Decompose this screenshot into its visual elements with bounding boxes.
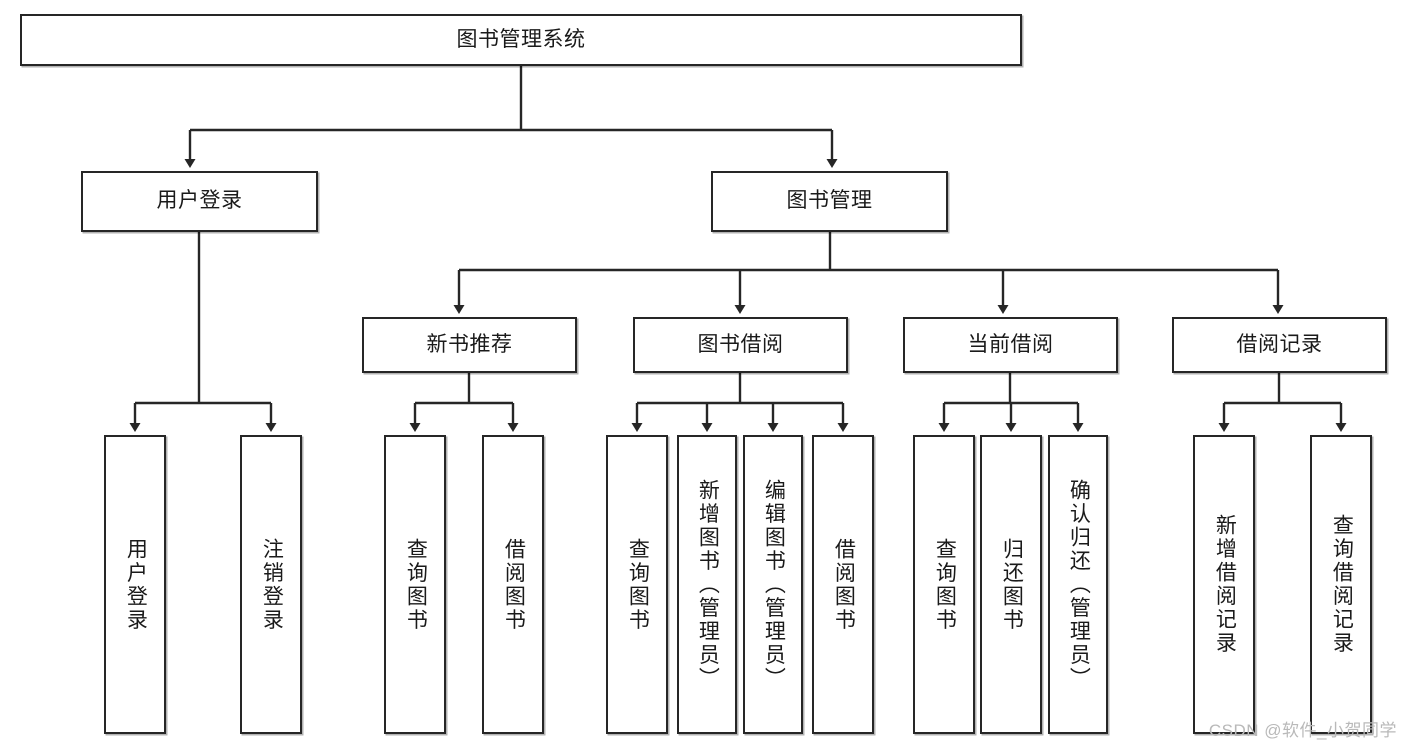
node-borrow-record-label: 借阅记录: [1236, 332, 1323, 356]
node-leaf-return-book-label: 归还图书: [1000, 537, 1024, 632]
node-leaf-logout-label: 注销登录: [260, 537, 284, 632]
node-leaf-borrow-book-2-label: 借阅图书: [832, 537, 856, 632]
node-book-borrow-label: 图书借阅: [697, 332, 784, 356]
node-leaf-query-book-2[interactable]: 查询图书: [606, 435, 668, 734]
node-leaf-edit-book-label: 编辑图书（管理员）: [762, 478, 786, 691]
node-leaf-confirm-return-label: 确认归还（管理员）: [1067, 478, 1091, 691]
node-new-book-rec[interactable]: 新书推荐: [362, 317, 577, 373]
node-leaf-query-book-1[interactable]: 查询图书: [384, 435, 446, 734]
watermark: CSDN @软件_小贺同学: [1208, 721, 1397, 740]
node-current-borrow-label: 当前借阅: [967, 332, 1054, 356]
node-leaf-query-book-2-label: 查询图书: [626, 537, 650, 632]
node-leaf-user-login[interactable]: 用户登录: [104, 435, 166, 734]
node-current-borrow[interactable]: 当前借阅: [903, 317, 1118, 373]
node-leaf-confirm-return[interactable]: 确认归还（管理员）: [1048, 435, 1108, 734]
node-book-manage[interactable]: 图书管理: [711, 171, 948, 232]
node-leaf-query-book-3[interactable]: 查询图书: [913, 435, 975, 734]
node-leaf-query-book-1-label: 查询图书: [404, 537, 428, 632]
node-book-manage-label: 图书管理: [786, 189, 873, 213]
node-leaf-add-book[interactable]: 新增图书（管理员）: [677, 435, 737, 734]
node-user-login-label: 用户登录: [156, 189, 243, 213]
node-leaf-query-book-3-label: 查询图书: [933, 537, 957, 632]
node-leaf-logout[interactable]: 注销登录: [240, 435, 302, 734]
node-root-label: 图书管理系统: [456, 27, 586, 51]
node-user-login[interactable]: 用户登录: [81, 171, 318, 232]
node-leaf-borrow-book-1-label: 借阅图书: [502, 537, 526, 632]
node-root[interactable]: 图书管理系统: [20, 14, 1022, 66]
node-leaf-return-book[interactable]: 归还图书: [980, 435, 1042, 734]
node-leaf-user-login-label: 用户登录: [124, 537, 148, 632]
node-leaf-edit-book[interactable]: 编辑图书（管理员）: [743, 435, 803, 734]
node-leaf-add-record[interactable]: 新增借阅记录: [1193, 435, 1255, 734]
node-leaf-add-record-label: 新增借阅记录: [1213, 514, 1237, 655]
node-book-borrow[interactable]: 图书借阅: [633, 317, 848, 373]
node-leaf-query-record[interactable]: 查询借阅记录: [1310, 435, 1372, 734]
node-leaf-add-book-label: 新增图书（管理员）: [696, 478, 720, 691]
node-leaf-borrow-book-2[interactable]: 借阅图书: [812, 435, 874, 734]
node-leaf-query-record-label: 查询借阅记录: [1330, 514, 1354, 655]
node-new-book-rec-label: 新书推荐: [426, 332, 513, 356]
node-borrow-record[interactable]: 借阅记录: [1172, 317, 1387, 373]
node-leaf-borrow-book-1[interactable]: 借阅图书: [482, 435, 544, 734]
